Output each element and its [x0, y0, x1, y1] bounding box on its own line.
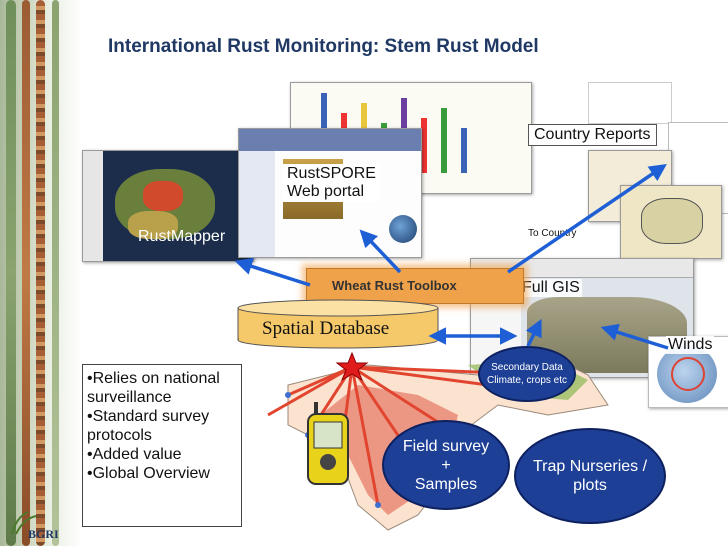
- wheat-background-image: [0, 0, 82, 546]
- rustspore-label: RustSPORE Web portal: [283, 164, 380, 202]
- to-country-label: To Country: [528, 228, 577, 239]
- bullet-item: surveillance: [87, 389, 172, 406]
- arrow-secondary-to-gis: [525, 318, 542, 347]
- bullet-item: •Relies on national: [87, 370, 220, 387]
- secondary-data-ellipse: Secondary Data Climate, crops etc: [478, 346, 576, 402]
- arrow-to-rustmapper: [234, 257, 311, 287]
- trap-nurseries-line2: plots: [573, 477, 607, 494]
- winds-label: Winds: [666, 336, 715, 354]
- arrow-winds-to-gis: [600, 323, 669, 350]
- page-title: International Rust Monitoring: Stem Rust…: [108, 36, 539, 57]
- bullet-item: •Global Overview: [87, 465, 210, 482]
- bgri-logo: BGRI: [6, 508, 66, 544]
- country-report-map-2: [620, 185, 722, 259]
- secondary-data-line1: Secondary Data: [491, 362, 563, 373]
- full-gis-label: Full GIS: [520, 279, 582, 297]
- field-survey-line3: Samples: [414, 475, 478, 493]
- wheat-rust-toolbox-label: Wheat Rust Toolbox: [332, 278, 457, 293]
- field-survey-ellipse: Field survey + Samples: [382, 420, 510, 510]
- field-survey-line1: Field survey: [402, 437, 490, 455]
- trap-nurseries-line1: Trap Nurseries /: [532, 458, 648, 475]
- country-reports-label: Country Reports: [528, 124, 657, 146]
- trap-nurseries-ellipse: Trap Nurseries / plots: [514, 428, 666, 524]
- bgri-logo-mark: BGRI: [11, 511, 59, 541]
- rustspore-label-line2: Web portal: [287, 183, 365, 200]
- spatial-database-cylinder: [237, 299, 439, 349]
- gps-device-icon: [307, 402, 349, 485]
- wheat-rust-toolbox-box: [306, 268, 524, 304]
- country-report-document: [588, 82, 672, 124]
- rustmapper-label: RustMapper: [138, 228, 226, 245]
- rustmapper-screenshot: [82, 150, 254, 262]
- rustspore-label-line1: RustSPORE: [287, 165, 376, 182]
- bullet-item: •Added value: [87, 446, 182, 463]
- bullet-item: protocols: [87, 427, 152, 444]
- svg-text:BGRI: BGRI: [28, 527, 59, 541]
- spatial-database-label: Spatial Database: [262, 318, 390, 339]
- central-red-star-icon: [335, 351, 369, 382]
- arrow-to-country-reports: [507, 164, 667, 274]
- field-survey-line2: +: [441, 456, 451, 474]
- secondary-data-line2: Climate, crops etc: [486, 375, 568, 386]
- arrow-to-rustspore: [359, 229, 402, 274]
- summary-bullet-box: •Relies on national surveillance •Standa…: [82, 364, 242, 527]
- bullet-item: •Standard survey: [87, 408, 210, 425]
- winds-globe-image: [648, 336, 728, 408]
